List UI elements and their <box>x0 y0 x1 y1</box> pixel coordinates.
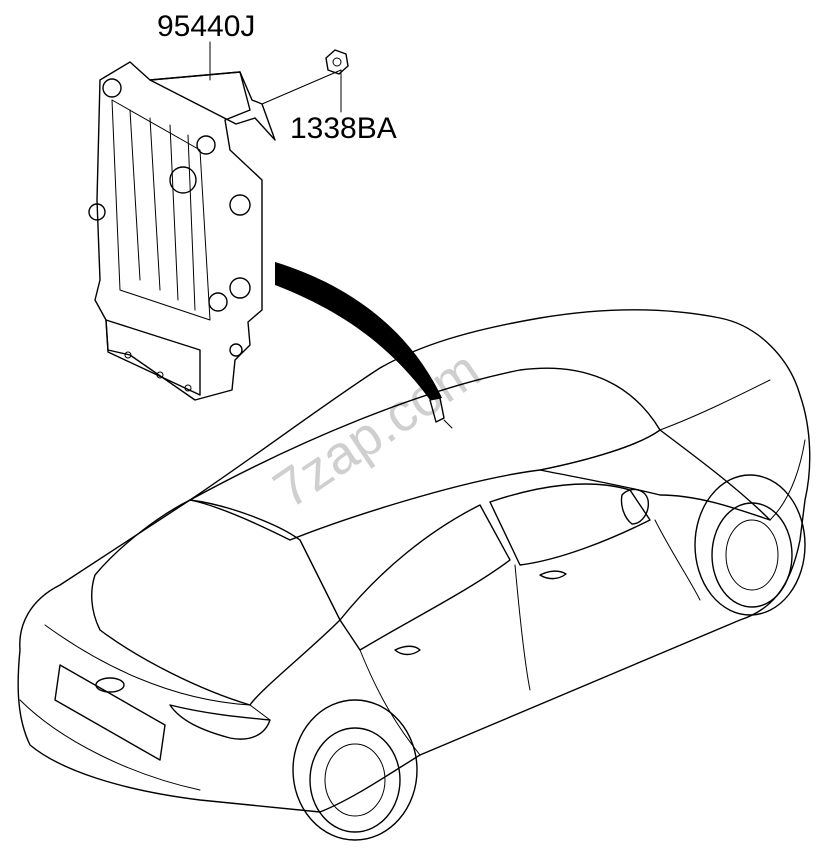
rear-bumper <box>19 699 201 791</box>
bolt-mid-right <box>229 194 251 216</box>
base-screw-1 <box>124 351 132 359</box>
nut-hole <box>332 57 342 67</box>
module-face <box>111 99 211 321</box>
rear-wheel-hub <box>324 743 386 817</box>
module-port <box>169 166 197 194</box>
door-line-mid <box>514 564 531 691</box>
watermark: 7zap.com <box>263 339 491 520</box>
module-housing <box>94 61 263 401</box>
rear-wheel <box>309 727 401 833</box>
bolt-bottom <box>208 292 228 312</box>
base-screw-2 <box>156 371 164 379</box>
front-wheel <box>711 502 793 608</box>
nut-body <box>325 49 349 75</box>
mount-hole <box>229 343 243 357</box>
door-line-front <box>654 519 701 601</box>
side-window-rear <box>339 504 511 651</box>
module-rib-2 <box>149 117 161 291</box>
trunk-lid <box>44 624 271 721</box>
bolt-lower-right <box>229 277 251 299</box>
base-screw-3 <box>184 384 192 392</box>
door-handle-front <box>539 570 567 580</box>
leader-1338BA-bracket <box>261 69 342 105</box>
nut <box>325 49 349 75</box>
license-plate-recess <box>54 664 166 761</box>
front-window <box>539 429 771 521</box>
location-leader <box>275 262 442 400</box>
bolt-top-right <box>196 135 216 155</box>
mounting-bracket <box>149 71 276 141</box>
bolt-top-left <box>102 78 122 98</box>
door-handle-rear <box>394 645 421 656</box>
part-label-95440J: 95440J <box>157 10 255 43</box>
control-module <box>88 61 276 401</box>
module-location-pin <box>443 419 453 429</box>
side-mirror <box>620 488 649 525</box>
rear-wheel-arch <box>292 699 418 841</box>
front-wheel-arch <box>694 474 806 616</box>
rear-emblem <box>95 677 125 693</box>
front-wheel-hub <box>725 519 779 591</box>
tail-light <box>169 704 271 740</box>
module-base <box>105 319 201 396</box>
part-label-1338BA: 1338BA <box>290 112 397 145</box>
module-rib-4 <box>187 134 196 311</box>
side-window-front <box>489 483 651 566</box>
vehicle-illustration <box>17 309 811 841</box>
car-body-outline <box>17 309 811 813</box>
module-rib-1 <box>129 109 141 281</box>
fender-line <box>769 439 806 521</box>
hood-line <box>659 379 771 431</box>
module-rib-3 <box>169 124 179 301</box>
bolt-left <box>88 203 106 221</box>
